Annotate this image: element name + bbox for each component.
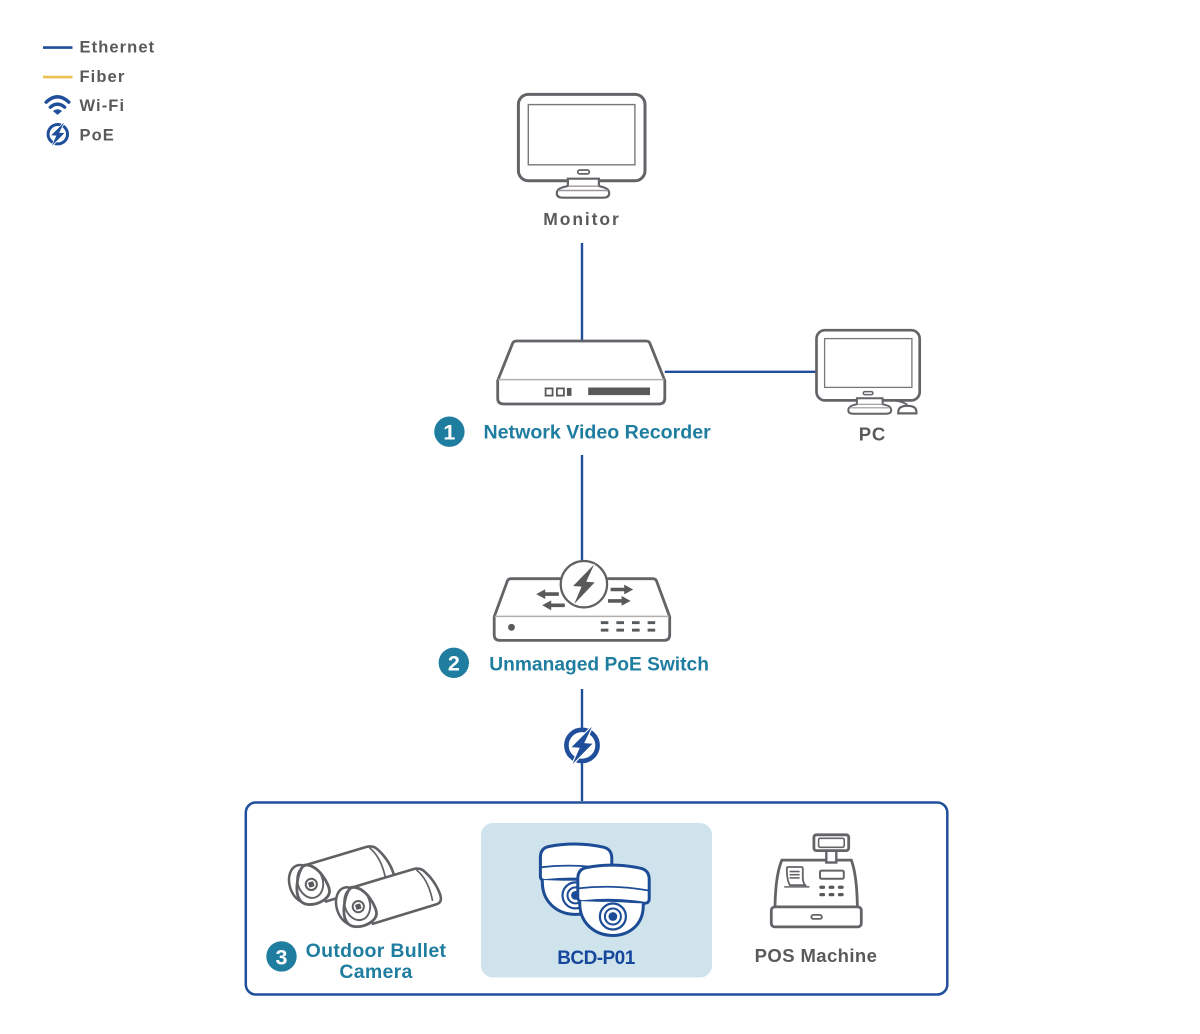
svg-text:2: 2	[448, 652, 460, 676]
svg-text:Unmanaged PoE Switch: Unmanaged PoE Switch	[489, 655, 709, 676]
svg-text:3: 3	[276, 945, 288, 969]
svg-text:Ethernet: Ethernet	[80, 38, 156, 56]
svg-text:PC: PC	[859, 424, 886, 445]
svg-text:1: 1	[443, 421, 455, 445]
svg-text:Fiber: Fiber	[80, 68, 126, 86]
svg-text:PoE: PoE	[80, 127, 115, 145]
svg-text:Camera: Camera	[339, 961, 412, 983]
svg-text:Outdoor Bullet: Outdoor Bullet	[306, 940, 447, 962]
svg-text:BCD-P01: BCD-P01	[557, 948, 635, 969]
svg-text:Network Video Recorder: Network Video Recorder	[484, 422, 712, 444]
svg-text:POS Machine: POS Machine	[755, 945, 878, 966]
svg-text:Monitor: Monitor	[543, 209, 620, 229]
svg-text:Wi-Fi: Wi-Fi	[80, 97, 126, 115]
